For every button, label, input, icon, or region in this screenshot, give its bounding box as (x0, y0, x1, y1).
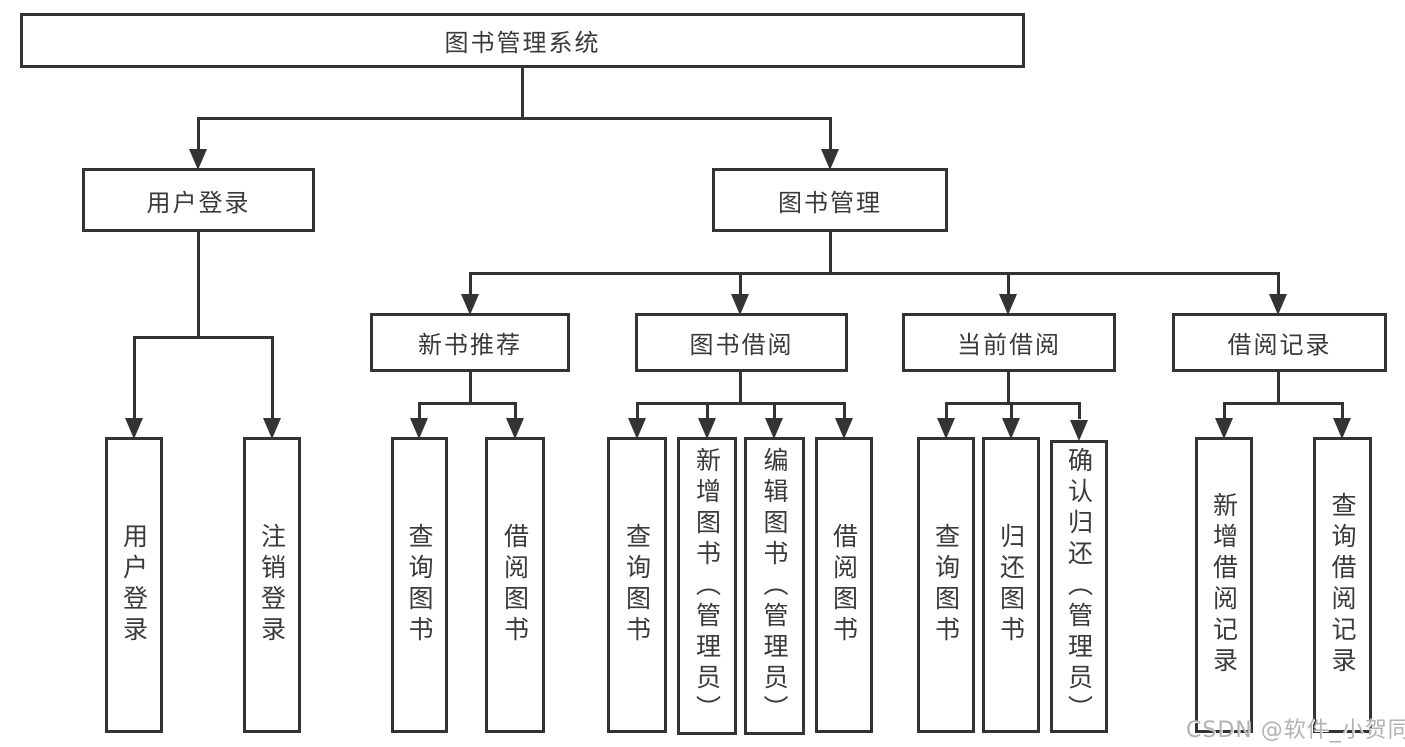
node-label: 新增借阅记录 (1209, 492, 1239, 678)
connector-line (843, 404, 846, 419)
connector-line (418, 404, 421, 419)
arrowhead-down-icon (1333, 418, 1351, 439)
connector-line (945, 404, 948, 419)
node-book-borrow: 图书借阅 (635, 313, 848, 372)
node-leaf-record-query: 查询借阅记录 (1313, 437, 1372, 733)
node-label: 借阅图书 (500, 523, 530, 647)
connector-line (1078, 404, 1081, 419)
connector-line (133, 336, 274, 339)
connector-line (1010, 404, 1013, 419)
arrowhead-down-icon (189, 149, 207, 170)
connector-line (197, 232, 200, 339)
arrowhead-down-icon (821, 149, 839, 170)
connector-line (418, 402, 517, 405)
node-leaf-cur-return: 归还图书 (982, 437, 1040, 733)
arrowhead-down-icon (628, 418, 646, 439)
node-label: 确认归还（管理员） (1064, 447, 1094, 726)
arrowhead-down-icon (263, 418, 281, 439)
node-leaf-cur-query: 查询图书 (917, 437, 975, 733)
arrowhead-down-icon (410, 418, 428, 439)
node-user-login: 用户登录 (82, 168, 315, 232)
connector-line (1277, 372, 1280, 405)
connector-line (1341, 404, 1344, 419)
node-leaf-rec-borrow: 借阅图书 (485, 437, 545, 733)
arrowhead-down-icon (1269, 294, 1287, 315)
node-label: 图书管理系统 (444, 29, 601, 57)
connector-line (197, 119, 200, 150)
arrowhead-down-icon (1002, 418, 1020, 439)
connector-line (271, 338, 274, 419)
connector-line (1223, 404, 1226, 419)
connector-line (829, 119, 832, 150)
node-label: 当前借阅 (957, 331, 1061, 359)
connector-line (739, 274, 742, 295)
node-label: 借阅图书 (829, 523, 859, 647)
arrowhead-down-icon (731, 294, 749, 315)
node-label: 查询图书 (931, 523, 961, 647)
node-leaf-bb-add: 新增图书（管理员） (677, 437, 737, 735)
node-label: 借阅记录 (1227, 331, 1332, 359)
connector-line (1007, 274, 1010, 295)
connector-line (706, 404, 709, 419)
node-leaf-record-add: 新增借阅记录 (1195, 437, 1253, 733)
node-leaf-bb-query: 查询图书 (607, 437, 667, 733)
connector-line (469, 372, 472, 405)
arrowhead-down-icon (461, 294, 479, 315)
arrowhead-down-icon (1215, 418, 1233, 439)
node-label: 查询借阅记录 (1328, 492, 1357, 678)
connector-line (133, 338, 136, 419)
arrowhead-down-icon (125, 418, 143, 439)
node-label: 新增图书（管理员） (692, 446, 722, 726)
arrowhead-down-icon (999, 294, 1017, 315)
connector-line (469, 272, 1280, 275)
node-label: 用户登录 (146, 188, 251, 217)
arrowhead-down-icon (1070, 420, 1088, 441)
node-new-book-rec: 新书推荐 (370, 313, 570, 372)
connector-line (773, 404, 776, 419)
node-label: 注销登录 (257, 523, 287, 647)
node-label: 查询图书 (405, 523, 434, 647)
connector-line (1277, 274, 1280, 295)
arrowhead-down-icon (506, 418, 524, 439)
connector-line (636, 404, 639, 419)
connector-line (1223, 402, 1344, 405)
connector-line (636, 402, 846, 405)
node-leaf-logout: 注销登录 (243, 437, 301, 733)
connector-line (469, 274, 472, 295)
node-leaf-cur-confirm: 确认归还（管理员） (1050, 440, 1108, 733)
node-book-mgmt: 图书管理 (712, 168, 948, 232)
node-label: 归还图书 (996, 523, 1026, 647)
node-leaf-bb-borrow: 借阅图书 (815, 437, 873, 733)
connector-line (739, 372, 742, 405)
node-label: 查询图书 (622, 523, 652, 647)
node-label: 新书推荐 (418, 331, 522, 359)
node-current-borrow: 当前借阅 (902, 313, 1116, 372)
connector-line (197, 117, 832, 120)
node-borrow-record: 借阅记录 (1172, 313, 1387, 372)
node-label: 编辑图书（管理员） (760, 446, 789, 726)
arrowhead-down-icon (835, 418, 853, 439)
node-label: 用户登录 (119, 523, 149, 647)
watermark: CSDN @软件_小贺同学 (1186, 718, 1405, 743)
node-label: 图书管理 (778, 188, 882, 217)
node-leaf-user-login: 用户登录 (105, 437, 163, 733)
connector-line (829, 232, 832, 274)
arrowhead-down-icon (698, 418, 716, 439)
arrowhead-down-icon (765, 418, 783, 439)
node-label: 图书借阅 (689, 331, 794, 359)
node-leaf-bb-edit: 编辑图书（管理员） (744, 437, 805, 735)
connector-line (521, 68, 524, 120)
node-leaf-rec-query: 查询图书 (391, 437, 448, 733)
connector-line (514, 404, 517, 419)
arrowhead-down-icon (937, 418, 955, 439)
connector-line (1007, 372, 1010, 405)
connector-line (945, 402, 1081, 405)
node-root: 图书管理系统 (20, 13, 1025, 68)
